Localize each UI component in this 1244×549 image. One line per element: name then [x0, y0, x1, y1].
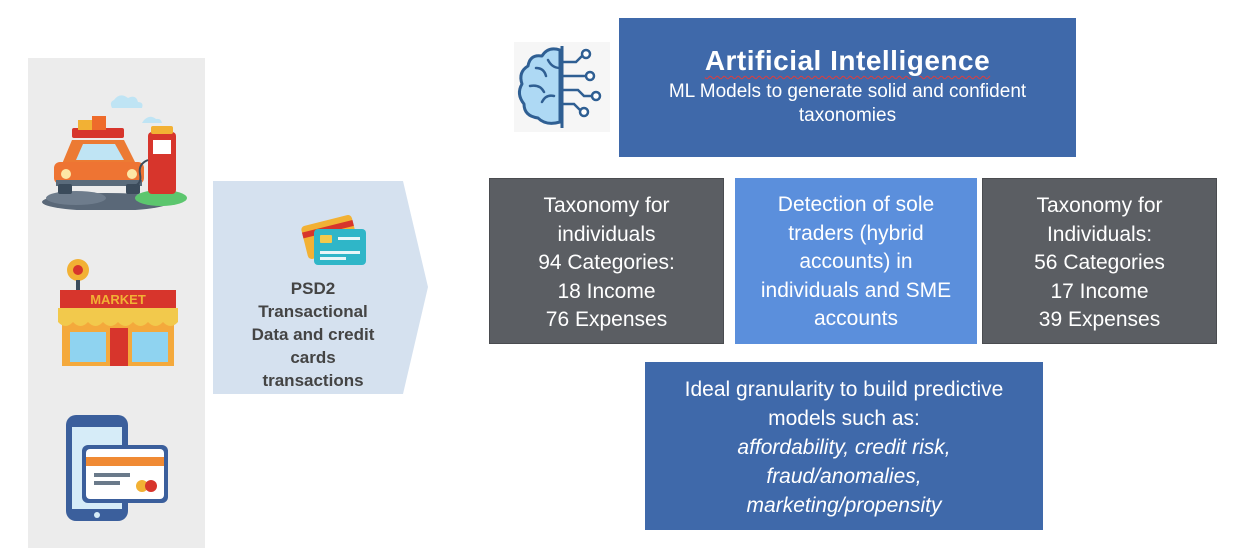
- box-line: individuals and SME: [760, 278, 952, 302]
- box-line: Taxonomy for: [1036, 194, 1163, 217]
- box-line: models such as:: [768, 407, 920, 430]
- ai-subtitle-line: ML Models to generate solid and confiden…: [668, 81, 1027, 102]
- model-example-line: fraud/anomalies,: [766, 465, 922, 488]
- credit-cards-icon: [301, 215, 366, 265]
- psd2-arrow-shape: [213, 181, 428, 394]
- box-line: 17 Income: [1050, 279, 1149, 303]
- ai-brain-circuit-icon: [514, 42, 610, 132]
- phone-credit-card-icon: [66, 415, 168, 521]
- ai-subtitle: ML Models to generate solid and confiden…: [619, 80, 1076, 128]
- model-example-line: marketing/propensity: [746, 494, 942, 517]
- psd2-line: cards: [290, 348, 336, 367]
- box-line: 18 Income: [557, 279, 656, 303]
- box-line: Individuals:: [1046, 222, 1153, 246]
- psd2-line: transactions: [262, 371, 364, 390]
- box-line: 39 Expenses: [1038, 308, 1161, 331]
- granularity-box: Ideal granularity to build predictive mo…: [645, 362, 1043, 530]
- taxonomy-individuals-box: Taxonomy for individuals 94 Categories: …: [489, 178, 724, 344]
- psd2-line: PSD2: [290, 279, 336, 298]
- box-line: 76 Expenses: [545, 308, 668, 331]
- box-line: Taxonomy for: [543, 194, 670, 217]
- ai-box: Artificial Intelligence ML Models to gen…: [619, 18, 1076, 157]
- psd2-label: PSD2 Transactional Data and credit cards…: [225, 277, 401, 392]
- car-fuel-station-icon: [42, 95, 187, 210]
- model-example-line: affordability, credit risk,: [737, 436, 951, 459]
- market-store-icon: MARKET: [58, 259, 178, 366]
- ai-title: Artificial Intelligence: [704, 45, 991, 76]
- taxonomy-individuals-2-box: Taxonomy for Individuals: 56 Categories …: [982, 178, 1217, 344]
- box-line: accounts: [813, 307, 899, 330]
- psd2-line: Data and credit: [251, 325, 375, 344]
- input-sources-panel: MARKET: [28, 58, 205, 548]
- psd2-line: Transactional: [258, 302, 368, 321]
- box-line: 56 Categories: [1034, 251, 1165, 274]
- box-line: accounts) in: [799, 250, 913, 273]
- box-line: Detection of sole: [777, 193, 935, 216]
- box-line: Ideal granularity to build predictive: [684, 378, 1004, 401]
- ai-subtitle-line: taxonomies: [798, 105, 897, 126]
- sole-traders-detection-box: Detection of sole traders (hybrid accoun…: [735, 178, 977, 344]
- market-sign-text: MARKET: [90, 292, 146, 307]
- box-line: individuals: [557, 222, 656, 246]
- box-line: 94 Categories:: [538, 251, 675, 274]
- box-line: traders (hybrid: [788, 221, 924, 245]
